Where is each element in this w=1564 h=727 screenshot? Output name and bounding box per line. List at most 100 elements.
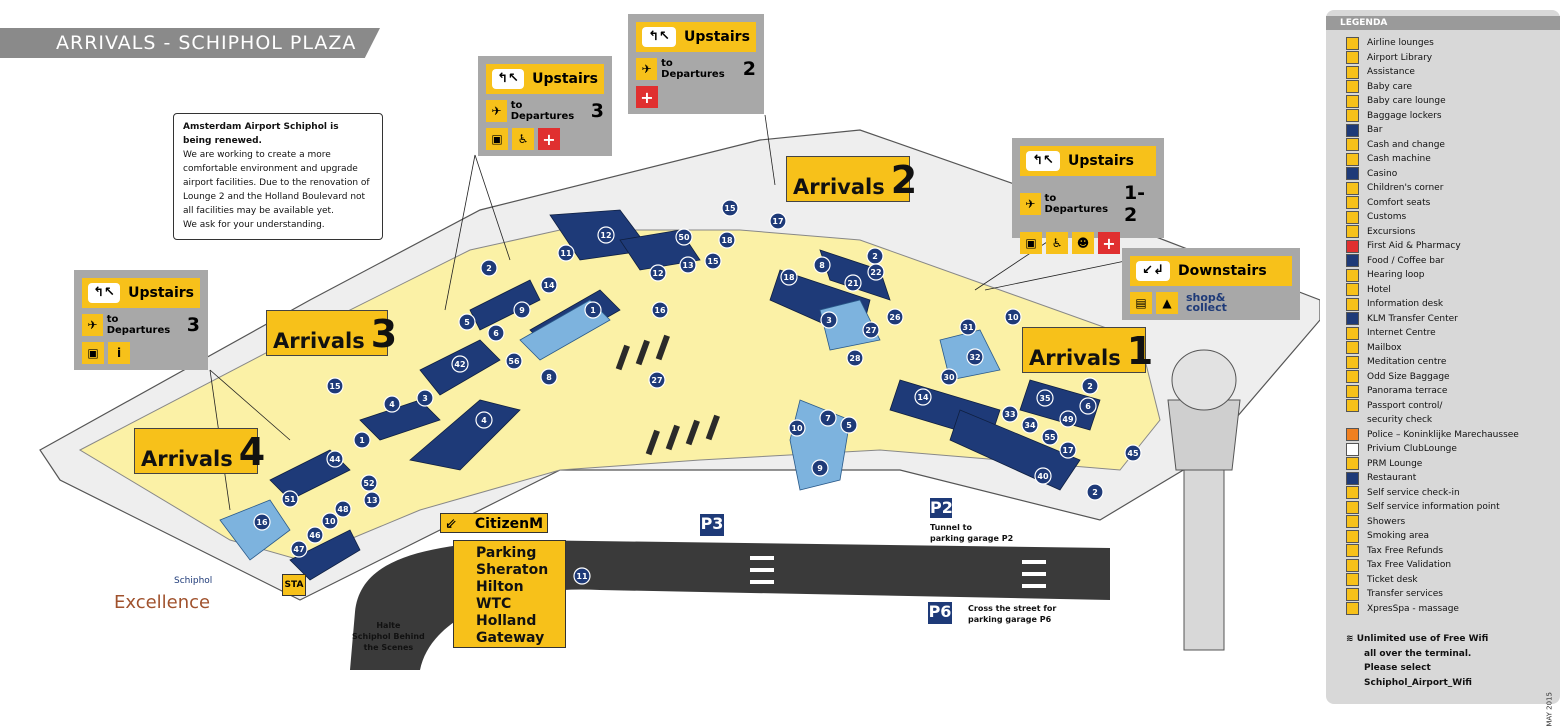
location-marker-number: 50 bbox=[678, 233, 690, 242]
legend-label: Showers bbox=[1367, 516, 1406, 527]
location-marker bbox=[819, 409, 837, 427]
stairs bbox=[615, 334, 720, 456]
location-marker bbox=[846, 349, 864, 367]
location-marker bbox=[458, 313, 476, 331]
location-marker-number: 11 bbox=[576, 572, 588, 581]
location-marker bbox=[416, 389, 434, 407]
legend-icon bbox=[1346, 587, 1359, 601]
location-marker bbox=[480, 259, 498, 277]
location-marker-number: 34 bbox=[1024, 421, 1036, 430]
location-marker bbox=[1001, 405, 1019, 423]
legend-item: Baby care lounge bbox=[1346, 94, 1550, 109]
location-marker bbox=[1081, 377, 1099, 395]
location-marker-number: 18 bbox=[783, 273, 795, 282]
childrens-corner-icon: ☻ bbox=[1072, 232, 1094, 254]
legend-label: Restaurant bbox=[1367, 473, 1417, 483]
legend-label: Hearing loop bbox=[1367, 270, 1425, 280]
location-marker bbox=[840, 416, 858, 434]
callout-downstairs: ↙↲Downstairs ▤▲ shop&collect bbox=[1122, 248, 1300, 320]
legend-icon bbox=[1346, 602, 1359, 616]
location-marker bbox=[557, 244, 575, 262]
info-desk-icon: i bbox=[108, 342, 130, 364]
legend-item: Comfort seats bbox=[1346, 196, 1550, 211]
location-marker-number: 4 bbox=[389, 400, 395, 409]
legend-label: XpresSpa - massage bbox=[1367, 603, 1459, 614]
stairs-down-icon: ↙↲ bbox=[1136, 261, 1170, 281]
legend-icon bbox=[1346, 529, 1359, 543]
legend-icon bbox=[1346, 283, 1359, 297]
wifi-icon: ≋ bbox=[1346, 634, 1357, 644]
legend-icon bbox=[1346, 210, 1359, 224]
departures-icon: ✈ bbox=[1020, 193, 1041, 215]
location-marker bbox=[451, 355, 469, 373]
departures-icon: ✈ bbox=[82, 314, 103, 336]
location-marker-number: 18 bbox=[721, 236, 733, 245]
legend-label: Privium ClubLounge bbox=[1367, 444, 1457, 454]
customs-icon: ▣ bbox=[486, 128, 508, 150]
location-marker bbox=[540, 276, 558, 294]
location-marker-number: 2 bbox=[1092, 488, 1098, 497]
legend-item: Ticket desk bbox=[1346, 573, 1550, 588]
legend-item: Cash machine bbox=[1346, 152, 1550, 167]
legend-item: Passport control/ bbox=[1346, 399, 1550, 414]
legend-icon bbox=[1346, 384, 1359, 398]
location-marker-number: 6 bbox=[1085, 402, 1091, 411]
renewal-notice: Amsterdam Airport Schiphol is being rene… bbox=[173, 113, 383, 240]
location-marker bbox=[360, 474, 378, 492]
baggage-lockers-icon: ▤ bbox=[1130, 292, 1152, 314]
location-marker bbox=[704, 252, 722, 270]
location-marker bbox=[649, 264, 667, 282]
location-marker-number: 21 bbox=[847, 279, 859, 288]
location-marker bbox=[1059, 410, 1077, 428]
location-marker bbox=[675, 228, 693, 246]
location-marker bbox=[886, 308, 904, 326]
legend-icon bbox=[1346, 109, 1359, 123]
legend-icon bbox=[1346, 486, 1359, 500]
legend-item: Internet Centre bbox=[1346, 326, 1550, 341]
location-marker bbox=[321, 512, 339, 530]
location-marker bbox=[1036, 389, 1054, 407]
location-marker-number: 15 bbox=[707, 257, 719, 266]
legend-icon bbox=[1346, 181, 1359, 195]
legend-label: Self service information point bbox=[1367, 502, 1500, 512]
location-marker-number: 45 bbox=[1127, 449, 1139, 458]
legend-icon bbox=[1346, 51, 1359, 65]
legend-item: Airport Library bbox=[1346, 51, 1550, 66]
location-marker bbox=[648, 371, 666, 389]
legend-label: Passport control/ bbox=[1367, 400, 1443, 411]
legend-label: Self service check-in bbox=[1367, 487, 1460, 498]
legend-item: KLM Transfer Center bbox=[1346, 312, 1550, 327]
legend-label: KLM Transfer Center bbox=[1367, 313, 1458, 324]
customs-icon: ▣ bbox=[82, 342, 104, 364]
legend-item: Tax Free Validation bbox=[1346, 558, 1550, 573]
location-marker-number: 31 bbox=[962, 323, 974, 332]
legend-item: Information desk bbox=[1346, 297, 1550, 312]
location-marker-number: 33 bbox=[1004, 410, 1015, 419]
location-marker bbox=[769, 212, 787, 230]
first-aid-icon: + bbox=[636, 86, 658, 108]
legend-label: Tax Free Refunds bbox=[1367, 545, 1444, 556]
legend-item: Mailbox bbox=[1346, 341, 1550, 356]
assistance-icon: ♿ bbox=[1046, 232, 1068, 254]
legend-item: Children's corner bbox=[1346, 181, 1550, 196]
location-marker-number: 28 bbox=[849, 354, 861, 363]
location-marker bbox=[862, 321, 880, 339]
stairs-up-icon: ↰↖ bbox=[88, 283, 121, 303]
location-marker-number: 9 bbox=[519, 306, 525, 315]
location-marker bbox=[966, 348, 984, 366]
legend-label: Cash machine bbox=[1367, 154, 1431, 164]
location-marker-number: 52 bbox=[363, 479, 374, 488]
location-marker-number: 48 bbox=[337, 505, 349, 514]
location-marker bbox=[959, 318, 977, 336]
location-marker-number: 15 bbox=[724, 204, 736, 213]
location-marker-number: 3 bbox=[826, 316, 832, 325]
legend-item: PRM Lounge bbox=[1346, 457, 1550, 472]
location-marker-number: 10 bbox=[324, 517, 336, 526]
